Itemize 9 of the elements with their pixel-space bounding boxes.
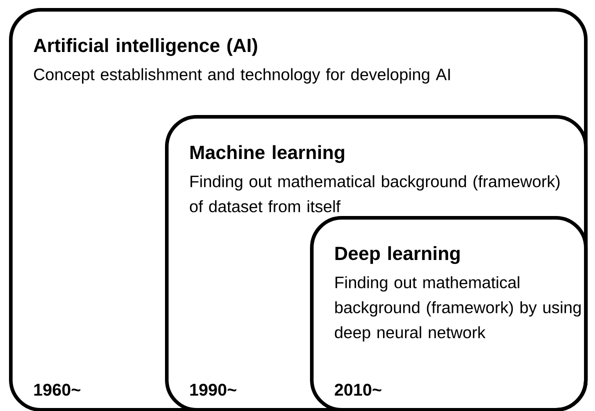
heading: Artificial intelligence (AI) (34, 38, 258, 56)
heading: Machine learning (190, 145, 344, 163)
description: Finding out mathematical background (framework) of dataset from itself (190, 175, 560, 212)
description: Finding out mathematical background (framework) by using deep neural network (334, 276, 581, 342)
description: Concept establishment and technology for developing AI (34, 68, 450, 84)
year-label: 1960~ (34, 384, 80, 396)
year-label: 1990~ (190, 384, 236, 396)
year-label: 2010~ (334, 384, 382, 396)
heading: Deep learning (335, 246, 460, 264)
